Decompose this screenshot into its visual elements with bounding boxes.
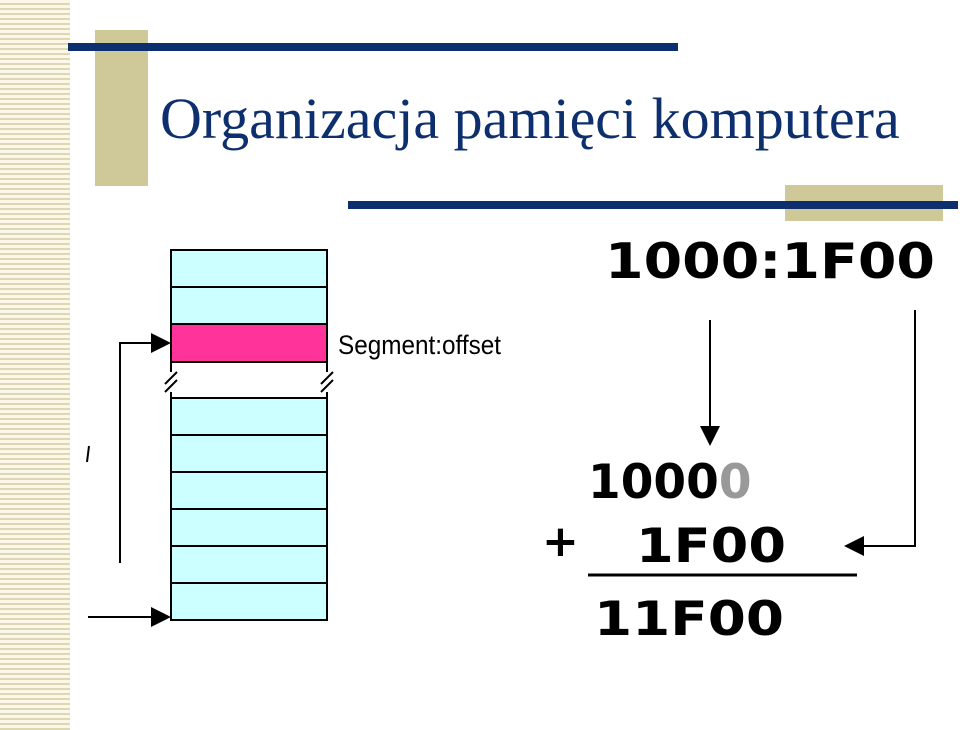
- appended-zero: 0: [719, 455, 752, 510]
- memory-cell: [170, 249, 328, 288]
- offset-arrow: [844, 310, 916, 556]
- memory-cell: [170, 471, 328, 510]
- title-rule-bottom: [348, 201, 958, 209]
- memory-cell: [170, 286, 328, 325]
- result-value: 11F00: [594, 592, 784, 647]
- memory-cell: [170, 397, 328, 436]
- decorative-stripe-bar: [0, 0, 70, 730]
- shifted-segment: 10000: [588, 455, 752, 510]
- slide-title: Organizacja pamięci komputera: [160, 86, 900, 151]
- memory-break-left: [164, 362, 178, 398]
- memory-cell-highlighted: [170, 323, 328, 363]
- segment-pointer-arrow: [119, 333, 171, 563]
- accent-block-top: [95, 30, 148, 186]
- memory-cell: [170, 582, 328, 621]
- memory-cell: [170, 508, 328, 547]
- title-rule-top: [68, 43, 678, 51]
- address-segment-offset: 1000:1F00: [605, 233, 935, 290]
- plus-sign: +: [542, 516, 579, 567]
- memory-cell: [170, 434, 328, 473]
- offset-value: 1F00: [636, 519, 786, 574]
- segment-offset-label: Segment:offset: [338, 330, 501, 360]
- memory-cell: [170, 545, 328, 584]
- memory-break-right: [320, 362, 334, 398]
- edge-tick-mark: [86, 445, 90, 463]
